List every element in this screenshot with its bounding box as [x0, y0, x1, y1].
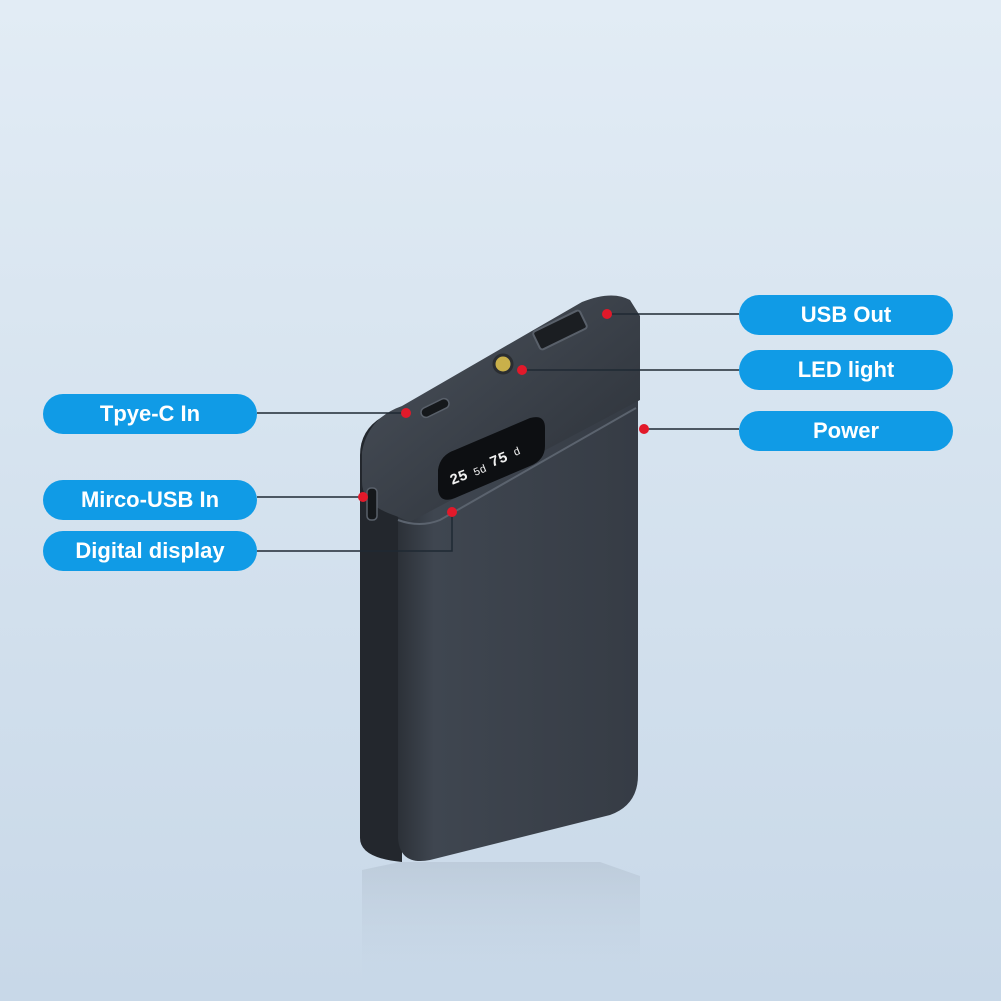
device-reflection: [362, 862, 640, 1001]
display-left-unit: 5d: [472, 464, 489, 480]
device-seam: [397, 407, 637, 525]
typec-in-label: Tpye-C In: [43, 394, 257, 434]
dot-power: [639, 424, 649, 434]
led-icon: [492, 353, 514, 375]
power-label: Power: [739, 411, 953, 451]
dot-typec: [401, 408, 411, 418]
digital-display-label: Digital display: [43, 531, 257, 571]
micro-usb-port: [366, 487, 378, 521]
usb-out-label: USB Out: [739, 295, 953, 335]
leader-display: [257, 512, 453, 552]
display-left-digits: 25: [448, 467, 471, 490]
dot-micro: [358, 492, 368, 502]
dot-led: [517, 365, 527, 375]
display-right-digits: 75: [488, 449, 511, 472]
callout-dots: [358, 309, 649, 517]
digital-display-window: 25 5d 75 d: [438, 417, 545, 500]
device-side-edge: [360, 408, 402, 862]
typec-port: [420, 397, 450, 419]
device-top-surface: [362, 295, 640, 522]
led-light-label: LED light: [739, 350, 953, 390]
micro-usb-in-label: Mirco-USB In: [43, 480, 257, 520]
usb-out-port: [532, 309, 588, 351]
leader-lines: [257, 313, 739, 552]
dot-usb-out: [602, 309, 612, 319]
display-right-unit: d: [512, 446, 523, 460]
dot-display: [447, 507, 457, 517]
